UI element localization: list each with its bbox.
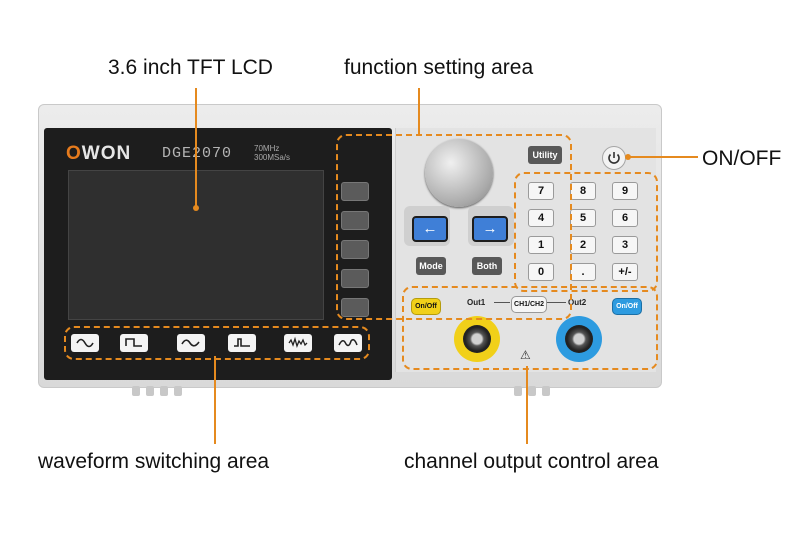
device-foot — [528, 386, 536, 396]
softkey-4[interactable] — [341, 269, 369, 288]
device-foot — [174, 386, 182, 396]
wave-square-button[interactable] — [120, 334, 148, 352]
brand-logo: OWON — [66, 143, 131, 165]
key-1[interactable]: 1 — [528, 236, 554, 254]
sine-icon — [76, 338, 94, 348]
ch1-bnc-connector[interactable] — [454, 316, 500, 362]
device-foot — [146, 386, 154, 396]
spec-sample-rate: 300MSa/s — [254, 153, 291, 162]
device-foot — [160, 386, 168, 396]
softkey-3[interactable] — [341, 240, 369, 259]
right-arrow-button[interactable]: → — [472, 216, 508, 242]
device-foot — [542, 386, 550, 396]
key-plus-minus[interactable]: +/- — [612, 263, 638, 281]
model-name: DGE2070 — [162, 145, 233, 162]
brand-logo-rest: WON — [81, 143, 132, 164]
mode-button[interactable]: Mode — [416, 257, 446, 275]
ramp-icon — [181, 339, 200, 347]
power-leader-line — [628, 156, 698, 158]
left-arrow-button[interactable]: ← — [412, 216, 448, 242]
wave-pulse-button[interactable] — [228, 334, 256, 352]
key-6[interactable]: 6 — [612, 209, 638, 227]
callout-lcd: 3.6 inch TFT LCD — [108, 56, 273, 79]
key-7[interactable]: 7 — [528, 182, 554, 200]
lcd-leader-dot — [193, 205, 199, 211]
device-foot — [514, 386, 522, 396]
lcd-leader-line — [195, 88, 197, 206]
ch2-bnc-core — [565, 325, 593, 353]
output-link-line-left — [494, 302, 510, 303]
waveform-leader-line — [214, 356, 216, 444]
function-leader-line — [418, 88, 420, 136]
warning-icon: ⚠ — [520, 348, 531, 362]
key-4[interactable]: 4 — [528, 209, 554, 227]
pulse-icon — [234, 338, 250, 347]
key-9[interactable]: 9 — [612, 182, 638, 200]
brand-logo-first: O — [66, 143, 82, 164]
waveform-area-outline — [64, 326, 370, 360]
callout-channel-area: channel output control area — [404, 450, 659, 473]
ch1-bnc-core — [463, 325, 491, 353]
power-button[interactable] — [602, 146, 626, 170]
keypad-area-outline — [514, 172, 658, 292]
noise-icon — [288, 336, 308, 349]
square-icon — [125, 338, 142, 347]
key-decimal[interactable]: . — [570, 263, 596, 281]
callout-waveform-area: waveform switching area — [38, 450, 270, 473]
ch1-onoff-button[interactable]: On/Off — [411, 298, 441, 315]
out1-label: Out1 — [467, 298, 486, 307]
callout-onoff: ON/OFF — [702, 147, 782, 170]
ch2-onoff-button[interactable]: On/Off — [612, 298, 642, 315]
softkey-1[interactable] — [341, 182, 369, 201]
out2-label: Out2 — [568, 298, 587, 307]
both-button[interactable]: Both — [472, 257, 502, 275]
function-area-outline — [336, 134, 572, 320]
key-8[interactable]: 8 — [570, 182, 596, 200]
output-link-line-right — [546, 302, 566, 303]
arb-icon — [338, 338, 358, 347]
key-3[interactable]: 3 — [612, 236, 638, 254]
softkey-2[interactable] — [341, 211, 369, 230]
wave-ramp-button[interactable] — [177, 334, 205, 352]
wave-arb-button[interactable] — [334, 334, 362, 352]
device-foot — [132, 386, 140, 396]
rotary-knob[interactable] — [425, 139, 493, 207]
callout-function-area: function setting area — [344, 56, 534, 79]
ch-switch-button[interactable]: CH1/CH2 — [511, 296, 547, 313]
power-icon — [608, 152, 620, 164]
ch2-bnc-connector[interactable] — [556, 316, 602, 362]
utility-button[interactable]: Utility — [528, 146, 562, 164]
channel-leader-line — [526, 366, 528, 444]
channel-area-outline — [402, 286, 658, 370]
wave-noise-button[interactable] — [284, 334, 312, 352]
key-0[interactable]: 0 — [528, 263, 554, 281]
softkey-5[interactable] — [341, 298, 369, 317]
wave-sine-button[interactable] — [71, 334, 99, 352]
spec-bandwidth: 70MHz — [254, 144, 280, 153]
